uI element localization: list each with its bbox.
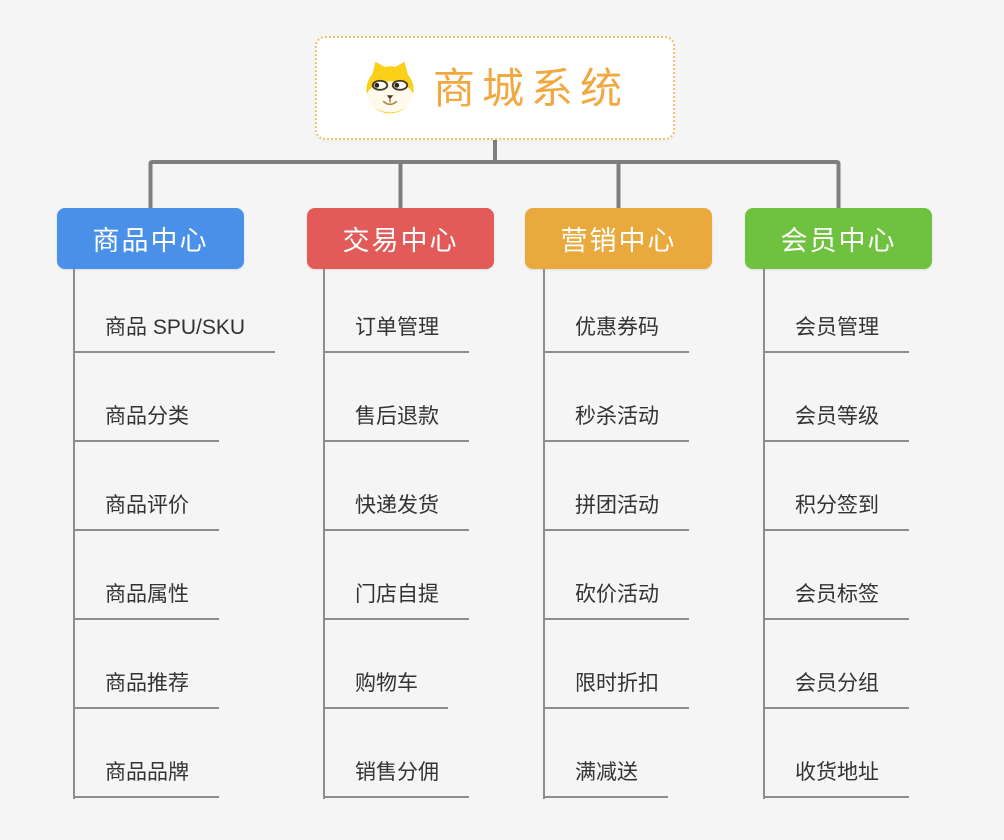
topic-item[interactable]: 商品 SPU/SKU [73,307,276,353]
topic-item[interactable]: 售后退款 [323,396,469,442]
topic-item[interactable]: 订单管理 [323,307,469,353]
topic-item[interactable]: 商品属性 [73,574,219,620]
topic-item[interactable]: 收货地址 [763,752,909,798]
topic-item[interactable]: 销售分佣 [323,752,469,798]
branch-child-line-trade-center [323,269,325,799]
topic-item[interactable]: 会员管理 [763,307,909,353]
shiba-dog-icon [366,61,414,114]
topic-item[interactable]: 快递发货 [323,485,469,531]
branch-child-line-product-center [73,269,75,799]
topic-item[interactable]: 商品评价 [73,485,219,531]
topic-item[interactable]: 拼团活动 [543,485,689,531]
topic-item[interactable]: 积分签到 [763,485,909,531]
root-title: 商城系统 [432,65,629,112]
topic-item[interactable]: 会员标签 [763,574,909,620]
topic-item[interactable]: 商品推荐 [73,663,219,709]
topic-item[interactable]: 会员分组 [763,663,909,709]
topic-item[interactable]: 商品品牌 [73,752,219,798]
branch-node-member-center[interactable]: 会员中心 [745,208,932,269]
topic-item[interactable]: 门店自提 [323,574,469,620]
branch-node-trade-center[interactable]: 交易中心 [307,208,494,269]
branch-child-line-member-center [763,269,765,799]
topic-item[interactable]: 限时折扣 [543,663,689,709]
topic-item[interactable]: 购物车 [323,663,448,709]
topic-item[interactable]: 会员等级 [763,396,909,442]
topic-item[interactable]: 优惠券码 [543,307,689,353]
root-node[interactable]: 商城系统 [315,36,675,140]
topic-item[interactable]: 满减送 [543,752,668,798]
topic-item[interactable]: 商品分类 [73,396,219,442]
branch-node-marketing-center[interactable]: 营销中心 [525,208,712,269]
branch-node-product-center[interactable]: 商品中心 [57,208,244,269]
topic-item[interactable]: 秒杀活动 [543,396,689,442]
branch-child-line-marketing-center [543,269,545,799]
topic-item[interactable]: 砍价活动 [543,574,689,620]
